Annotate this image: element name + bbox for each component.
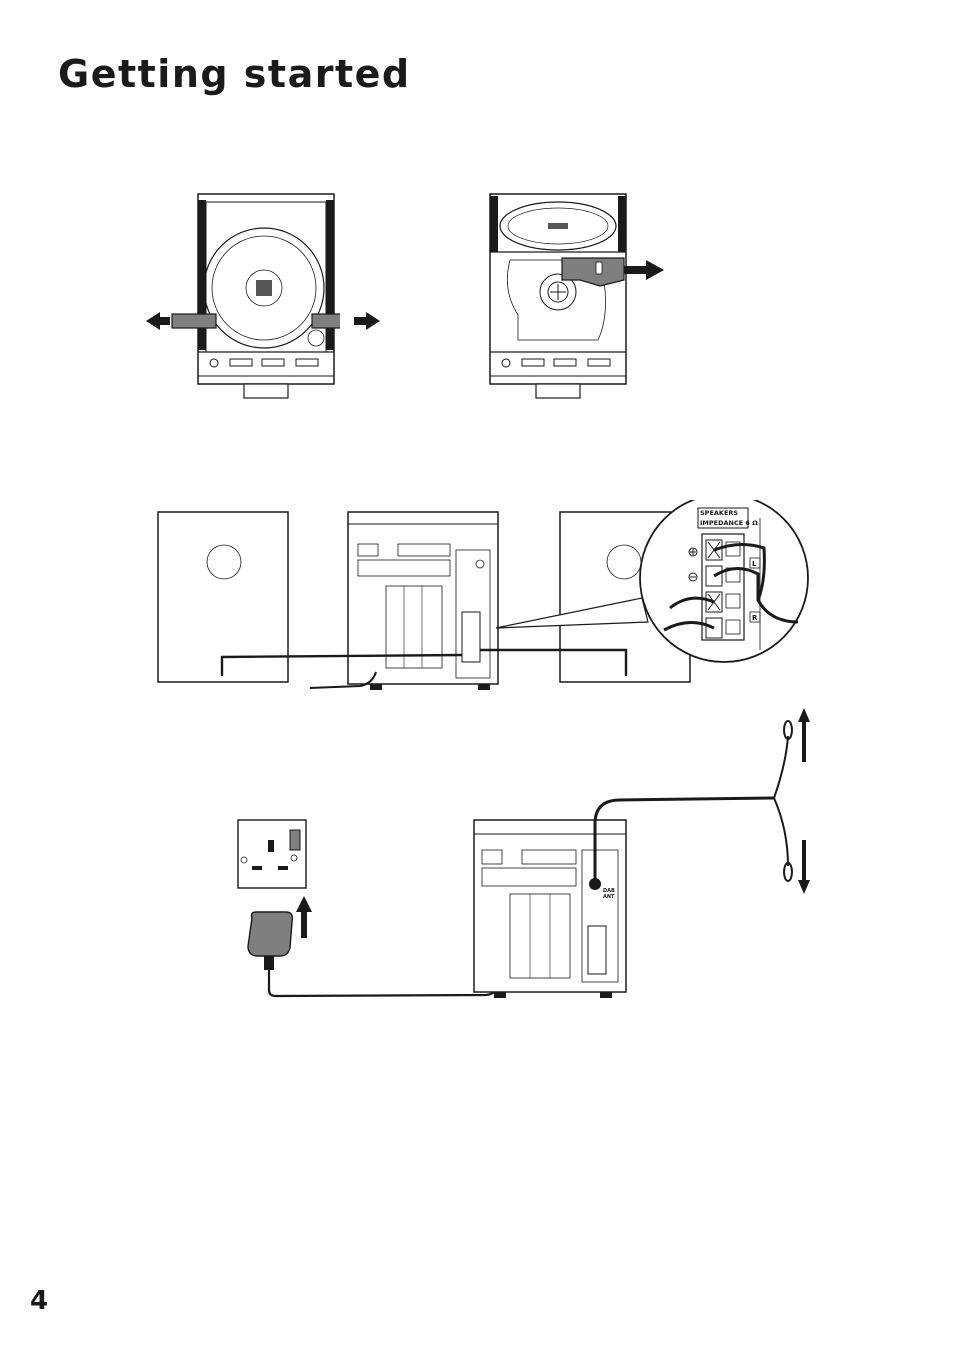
main-unit-back	[348, 512, 498, 684]
arrow-up-icon	[296, 896, 312, 938]
speaker-terminal-closeup: SPEAKERS IMPEDANCE 6 Ω L R	[640, 500, 810, 670]
socket-switch	[290, 830, 300, 850]
page-number: 4	[30, 1286, 48, 1316]
left-channel-marker: L	[752, 560, 757, 568]
arrow-right-icon	[624, 260, 664, 280]
power-and-antenna-figure: DAB ANT	[236, 700, 836, 1010]
packaging-strip-right	[312, 314, 340, 328]
arrow-up-icon	[798, 708, 810, 762]
cd-logo	[256, 280, 272, 296]
packaging-strip-left	[172, 314, 216, 328]
page-title: Getting started	[58, 52, 411, 96]
unit-open-transport-lock-figure	[488, 190, 668, 410]
speaker-panel-impedance: IMPEDANCE 6 Ω	[700, 519, 758, 527]
right-channel-marker: R	[752, 614, 758, 622]
mains-plug	[248, 912, 292, 956]
unit-front-packaging-figure	[140, 190, 340, 410]
arrow-down-icon	[798, 840, 810, 894]
dab-antenna-wire	[774, 736, 788, 866]
arrow-left-icon	[146, 312, 170, 330]
dab-ant-label-line2: ANT	[603, 894, 615, 900]
arrow-right-icon	[352, 310, 382, 332]
mains-cord	[269, 970, 500, 996]
speaker-panel-heading: SPEAKERS	[700, 509, 738, 517]
